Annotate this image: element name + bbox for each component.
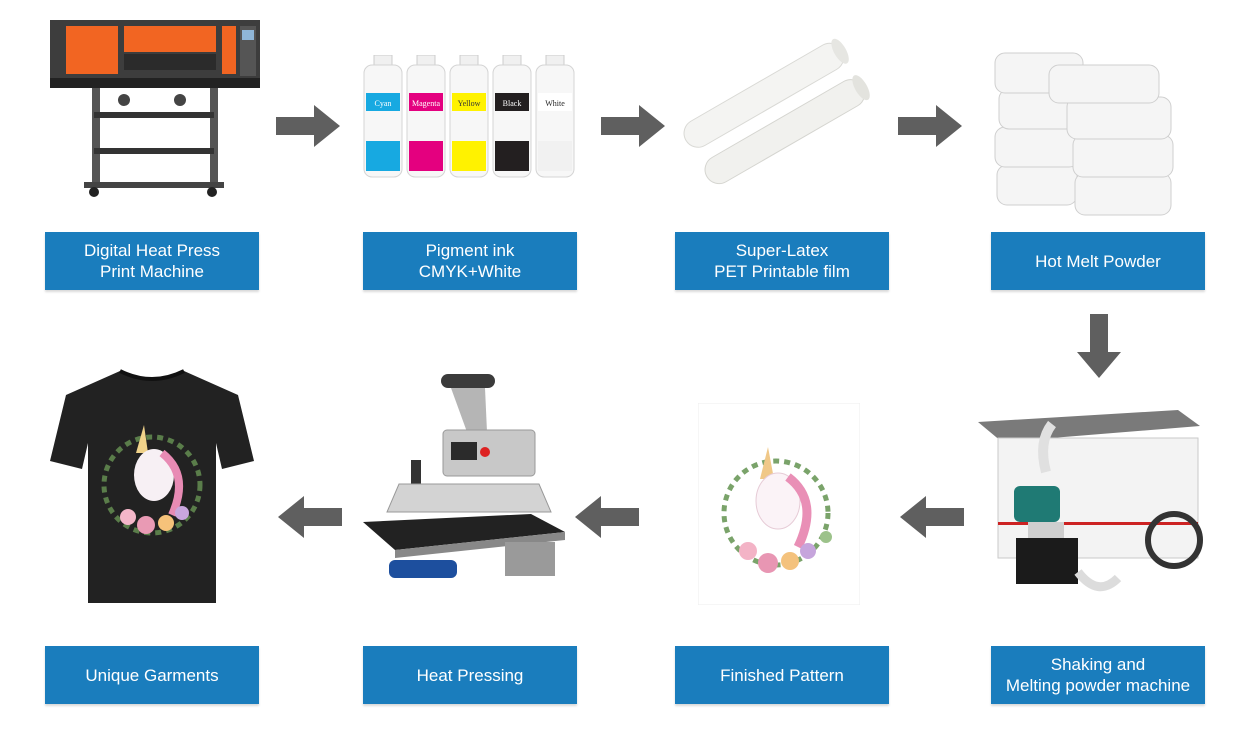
ink-bottle-label: Magenta xyxy=(412,99,440,108)
ink-bottles-image: Cyan Magenta Yellow Black White xyxy=(363,55,575,178)
thick-arrow-icon xyxy=(601,105,665,147)
label-line: Super-Latex xyxy=(735,241,829,260)
thick-arrow-icon xyxy=(278,496,342,538)
ink-bottle-yellow: Yellow xyxy=(449,55,489,178)
step-label-ink: Pigment ink CMYK+White xyxy=(363,232,577,290)
label-line: Print Machine xyxy=(100,262,204,281)
thick-arrow-icon xyxy=(575,496,639,538)
pet-film-rolls-image xyxy=(683,38,870,185)
label-line: PET Printable film xyxy=(714,262,850,281)
label-line: Hot Melt Powder xyxy=(1035,251,1161,271)
label-line: Digital Heat Press xyxy=(83,241,221,260)
step-label-powder: Hot Melt Powder xyxy=(991,232,1205,290)
tshirt-image xyxy=(50,369,254,603)
ink-bottle-black: Black xyxy=(492,55,532,178)
step-label-pattern: Finished Pattern xyxy=(675,646,889,704)
label-line: Finished Pattern xyxy=(720,665,844,685)
label-line: Melting powder machine xyxy=(1005,676,1191,695)
label-line: Heat Pressing xyxy=(416,665,524,685)
thick-arrow-icon xyxy=(898,105,962,147)
heat-press-image xyxy=(363,374,565,578)
shaker-machine-image xyxy=(978,410,1203,592)
label-line: Shaking and xyxy=(1050,655,1146,674)
step-label-shaker: Shaking and Melting powder machine xyxy=(991,646,1205,704)
label-line: Pigment ink xyxy=(425,241,515,260)
label-line: Unique Garments xyxy=(85,665,219,685)
step-label-garment: Unique Garments xyxy=(45,646,259,704)
finished-pattern-image xyxy=(698,403,860,605)
step-label-film: Super-Latex PET Printable film xyxy=(675,232,889,290)
ink-bottle-cyan: Cyan xyxy=(363,55,403,178)
label-line: CMYK+White xyxy=(418,262,522,281)
ink-bottle-magenta: Magenta xyxy=(406,55,446,178)
ink-bottle-label: Black xyxy=(503,99,522,108)
step-label-press: Heat Pressing xyxy=(363,646,577,704)
ink-bottle-label: White xyxy=(545,99,565,108)
step-label-printer: Digital Heat Press Print Machine xyxy=(45,232,259,290)
ink-bottle-white: White xyxy=(535,55,575,178)
ink-bottle-label: Yellow xyxy=(458,99,481,108)
thick-arrow-icon xyxy=(276,105,340,147)
printer-machine-image xyxy=(50,20,260,197)
ink-bottle-label: Cyan xyxy=(375,99,392,108)
thick-arrow-icon xyxy=(900,496,964,538)
powder-bags-image xyxy=(994,52,1174,216)
thick-arrow-icon xyxy=(1077,314,1121,378)
